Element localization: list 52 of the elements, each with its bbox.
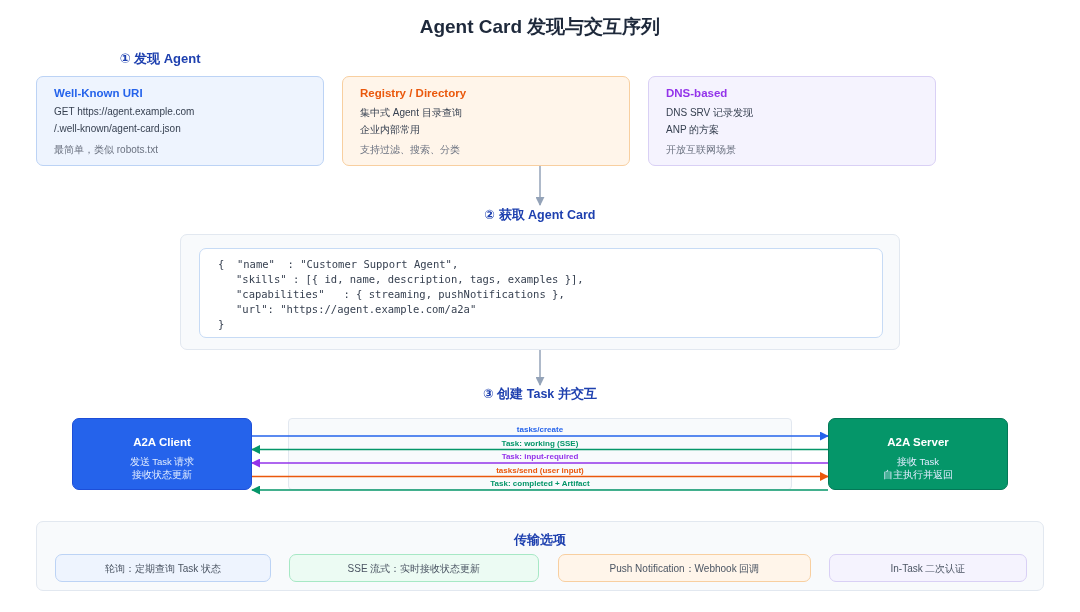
option-text: 轮询：定期查询 Task 状态 — [103, 562, 223, 576]
edge-label: tasks/send (user input) — [493, 465, 587, 475]
option-text: Push Notification：Webhook 回调 — [608, 562, 761, 576]
card-note: 最简单，类似 robots.txt — [54, 143, 159, 157]
option-text: In-Task 二次认证 — [889, 562, 967, 576]
card-text: /.well-known/agent-card.json — [54, 123, 182, 134]
code-line: "url": "https://agent.example.com/a2a" — [236, 303, 477, 315]
agent-text: 接收状态更新 — [131, 468, 193, 481]
method-card — [342, 76, 630, 166]
card-note: 支持过滤、搜索、分类 — [360, 143, 461, 157]
option-box — [289, 554, 539, 582]
section-heading: ③ 创建 Task 并交互 — [482, 386, 598, 403]
agent-text: 发送 Task 请求 — [128, 455, 196, 468]
arrow — [535, 349, 545, 386]
card-text: 企业内部常用 — [360, 123, 421, 137]
section-panel — [36, 521, 1044, 591]
card-title: Well-Known URI — [54, 87, 144, 99]
card-text: ANP 的方案 — [666, 123, 721, 137]
option-text: SSE 流式：实时接收状态更新 — [346, 562, 482, 576]
section-heading: ② 获取 Agent Card — [483, 207, 597, 224]
edge-label: Task: completed + Artifact — [487, 479, 593, 488]
agent-title: A2A Server — [886, 436, 950, 448]
card-title: DNS-based — [666, 87, 729, 99]
option-box — [829, 554, 1027, 582]
arrow — [251, 458, 829, 468]
code-line: "skills" : [{ id, name, description, tags, examples }], — [236, 273, 584, 285]
arrow — [251, 431, 829, 441]
code-block — [199, 248, 883, 338]
arrow — [251, 472, 829, 481]
agent-title: A2A Client — [132, 436, 192, 448]
arrow — [535, 165, 545, 206]
option-box — [55, 554, 271, 582]
option-box — [558, 554, 811, 582]
section-heading: 传输选项 — [512, 532, 567, 549]
code-line: { "name" : "Customer Support Agent", — [218, 258, 459, 270]
agent-box — [72, 418, 252, 490]
card-title: Registry / Directory — [360, 87, 468, 99]
arrow — [251, 485, 829, 495]
agent-text: 接收 Task — [895, 455, 941, 468]
card-text: GET https://agent.example.com — [54, 106, 196, 117]
section-heading: ① 发现 Agent — [118, 50, 202, 68]
agent-text: 自主执行并返回 — [882, 468, 954, 481]
code-line: "capabilities" : { streaming, pushNotifications }, — [236, 288, 565, 300]
method-card — [648, 76, 936, 166]
card-text: 集中式 Agent 目录查询 — [360, 106, 463, 120]
agent-box — [828, 418, 1008, 490]
card-note: 开放互联网场景 — [666, 143, 737, 157]
diagram-title: Agent Card 发现与交互序列 — [418, 15, 662, 39]
card-text: DNS SRV 记录发现 — [666, 106, 755, 120]
arrow — [251, 445, 829, 454]
method-card — [36, 76, 324, 166]
code-line: } — [218, 318, 225, 330]
